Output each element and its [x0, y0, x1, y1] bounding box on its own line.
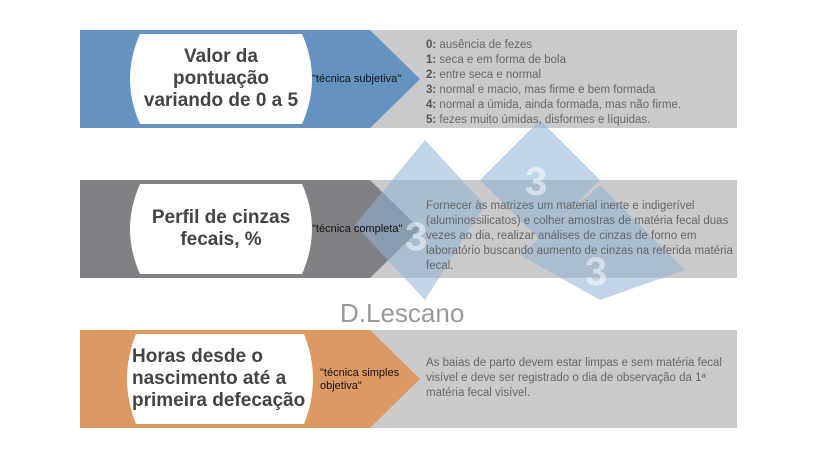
score-item: 3: normal e macio, mas firme e bem forma… — [426, 84, 656, 96]
row-3-shapes — [80, 330, 737, 428]
score-item: 5: fezes muito úmidas, disformes e líqui… — [426, 114, 651, 126]
row-2-technique: "técnica completa" — [312, 223, 403, 235]
row-2-title: Perfil de cinzas fecais, % — [151, 207, 291, 250]
svg-text:3: 3 — [405, 215, 427, 259]
score-item: 1: seca e em forma de bola — [426, 54, 566, 66]
row-2-description: Fornecer às matrizes um material inerte … — [426, 200, 733, 272]
svg-text:3: 3 — [525, 160, 547, 204]
row-3-technique: "técnica simples objetiva" — [320, 367, 400, 392]
watermark-text: D.Lescano — [340, 298, 465, 328]
score-item: 4: normal a úmida, ainda formada, mas nã… — [426, 99, 682, 111]
row-1-title: Valor da pontuação variando de 0 a 5 — [143, 46, 299, 111]
score-item: 0: ausência de fezes — [426, 39, 533, 51]
row-1-technique: "técnica subjetiva" — [312, 73, 402, 85]
row-3-title: Horas desde o nascimento até a primeira … — [132, 346, 306, 411]
watermark-digits: 3 3 3 — [405, 160, 607, 294]
score-item: 2: entre seca e normal — [426, 69, 542, 81]
row-3-description: As baias de parto devem estar limpas e s… — [426, 357, 722, 399]
row-1-score-list: 0: ausência de fezes 1: seca e em forma … — [426, 38, 736, 128]
watermark-diamonds — [355, 120, 685, 300]
row-1-shapes — [80, 30, 737, 128]
svg-text:3: 3 — [585, 250, 607, 294]
